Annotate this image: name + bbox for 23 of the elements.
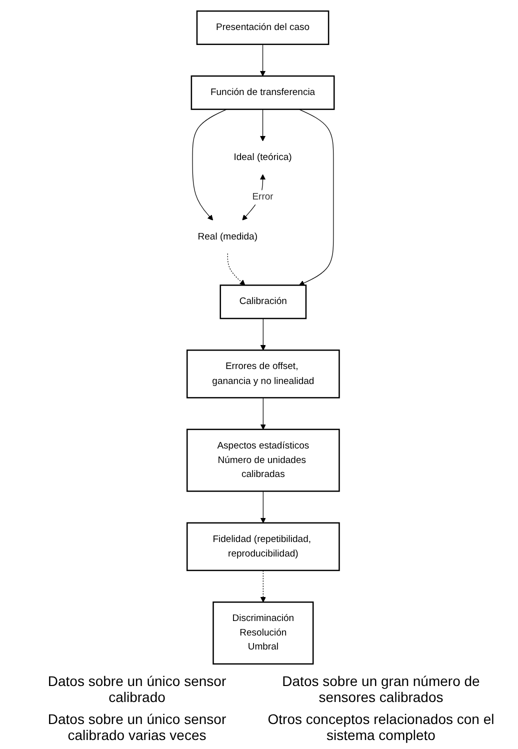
arrow	[260, 397, 266, 430]
node-text: Real (medida)	[198, 231, 258, 242]
node-text: Ideal (teórica)	[234, 152, 292, 163]
arrow	[260, 318, 266, 350]
node-box	[196, 10, 330, 45]
node-box	[212, 602, 314, 665]
arrow	[260, 570, 266, 602]
node-box	[220, 284, 307, 320]
arrow	[260, 109, 266, 142]
node-box	[186, 350, 340, 398]
arrow	[260, 490, 266, 524]
bracket-note: Datos sobre un único sensor calibrado	[46, 673, 228, 705]
node-box	[186, 522, 340, 572]
arrow	[260, 44, 266, 76]
arrow	[227, 253, 246, 286]
bracket-note: Datos sobre un gran número de sensores calibrados	[281, 673, 481, 705]
arrow	[298, 109, 334, 286]
bracket-note: Datos sobre un único sensor calibrado varias veces	[46, 711, 228, 743]
arrow	[192, 109, 228, 220]
node-box	[190, 75, 335, 110]
node-box	[186, 428, 340, 492]
flowchart-diagram: Presentación del caso Función de transferencia Ideal (teórica) Error Real (medida) Calibración Errores de offset, ganancia y no linealidad Aspectos estadísticos Número de unidades calibradas Fidelidad (repetibilidad, reproducibilidad) Discriminación Resolución Umbral	[6, 6, 512, 669]
bracket-note: Otros conceptos relacionados con el sistema completo	[266, 711, 496, 743]
